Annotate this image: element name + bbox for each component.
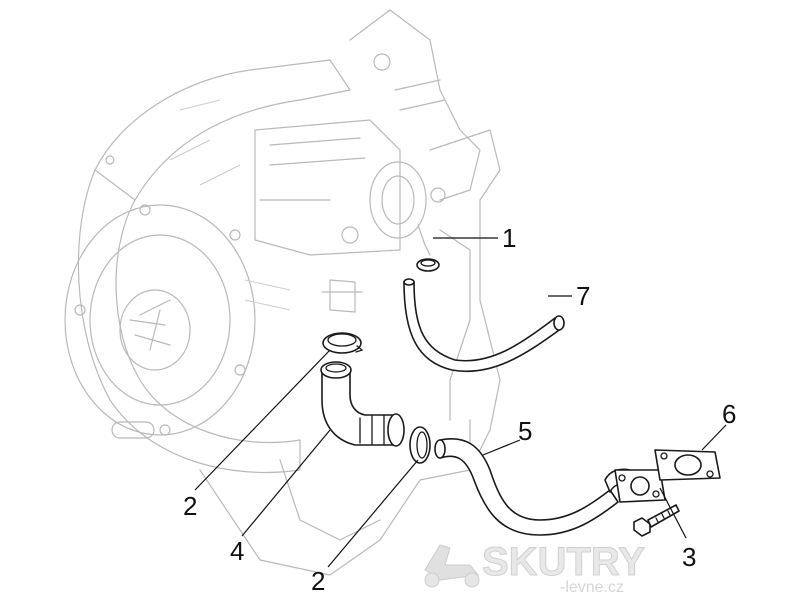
pipe-flange-part-6[interactable]	[604, 468, 666, 503]
callout-4: 4	[230, 536, 244, 566]
callout-5: 5	[518, 416, 532, 446]
bolt-part-3[interactable]	[633, 504, 680, 537]
leader-2-lower	[327, 459, 419, 568]
leader-lines	[194, 237, 727, 568]
leader-2-upper	[194, 349, 331, 491]
clamp-part-1[interactable]	[416, 258, 440, 272]
watermark-domain: -levne.cz	[560, 579, 624, 596]
callout-7: 7	[576, 281, 590, 311]
callout-6: 6	[722, 399, 736, 429]
long-hose-part-5[interactable]	[434, 438, 619, 536]
callout-3: 3	[682, 542, 696, 572]
callout-2-upper: 2	[183, 491, 197, 521]
leader-4	[241, 429, 331, 537]
callout-labels: 1 7 5 6 2 4 2 3	[183, 223, 736, 596]
clamp-part-2-upper[interactable]	[322, 332, 364, 354]
scooter-logo-icon	[424, 544, 480, 588]
clamp-part-2-lower[interactable]	[409, 426, 431, 464]
leader-6	[701, 424, 727, 451]
leader-3	[659, 487, 687, 539]
engine-block-outline	[64, 9, 501, 576]
gasket-part-6[interactable]	[654, 449, 721, 481]
small-hose-part-7[interactable]	[403, 278, 565, 372]
callout-1: 1	[502, 223, 516, 253]
elbow-hose-part-4[interactable]	[320, 361, 405, 447]
watermark: SKUTRY -levne.cz	[424, 540, 646, 596]
callout-2-lower: 2	[311, 566, 325, 596]
watermark-brand: SKUTRY	[482, 540, 645, 584]
leader-5	[482, 439, 521, 456]
